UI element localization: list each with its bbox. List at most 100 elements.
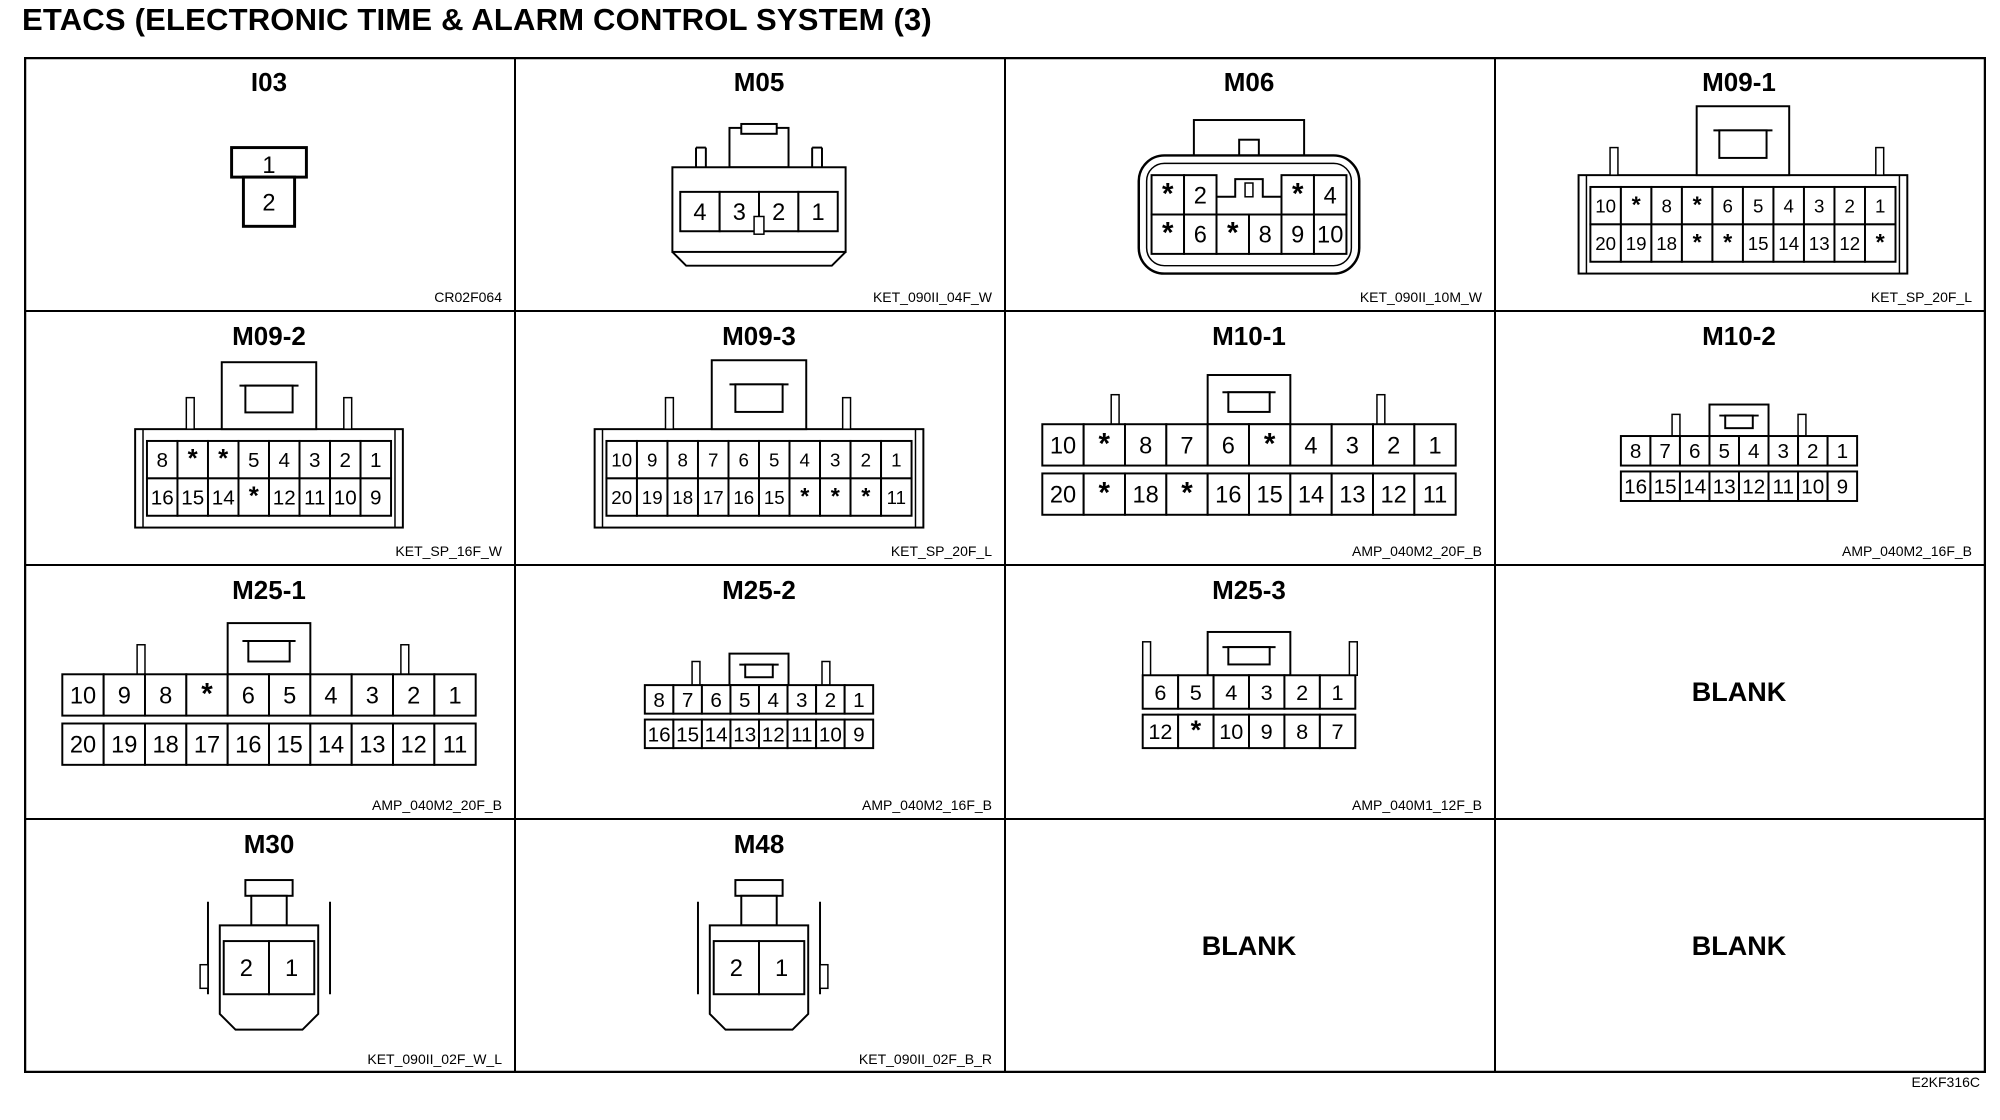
pin-cell	[1680, 223, 1714, 263]
pin-number: 1	[853, 689, 865, 712]
pin-cell	[1041, 472, 1085, 516]
blank-cell: BLANK	[1006, 821, 1492, 1071]
pin-number: 9	[1837, 476, 1849, 499]
pin-number: 2	[262, 191, 275, 217]
pin-number: 10	[1317, 223, 1343, 249]
pin-number: 7	[1332, 719, 1344, 744]
pin-cell	[359, 439, 393, 480]
pin-number: 15	[181, 486, 204, 509]
pin-number: 15	[676, 723, 699, 746]
pin-cell	[61, 673, 105, 717]
pin-number: 13	[733, 723, 756, 746]
pin-number: 1	[1837, 440, 1849, 463]
pin-cell	[1283, 713, 1321, 750]
pin-number: 10	[1050, 433, 1076, 459]
pin-cell	[758, 940, 806, 996]
pin-number: 2	[825, 689, 837, 712]
pin-number: 1	[1428, 433, 1441, 459]
pin-number: 4	[1748, 440, 1760, 463]
pin-number: 8	[653, 689, 665, 712]
pin-cell	[696, 439, 730, 480]
pin-number: 8	[159, 683, 172, 709]
pin-cell	[1312, 213, 1348, 255]
pin-cell	[144, 722, 188, 766]
pin-number: 16	[151, 486, 174, 509]
pin-number: 1	[1875, 195, 1885, 216]
pin-number: 12	[762, 723, 785, 746]
pin-number: 2	[1296, 680, 1308, 705]
connector-part-code: AMP_040M2_20F_B	[372, 797, 502, 813]
pin-cell	[758, 477, 791, 517]
pin-cell	[226, 673, 270, 717]
pin-number: 12	[401, 733, 427, 759]
pin-number: 14	[212, 486, 235, 509]
connector-part-code: KET_090II_02F_B_R	[858, 1051, 992, 1067]
pin-cell	[880, 477, 913, 517]
pin-number: 15	[1257, 483, 1283, 509]
pin-number: 6	[1689, 440, 1701, 463]
pin-number: 2	[1845, 195, 1855, 216]
pin-number: 6	[242, 683, 255, 709]
pin-cell	[226, 722, 270, 766]
pin-number: 3	[1814, 195, 1824, 216]
pin-cell	[1619, 470, 1652, 502]
pin-number: 2	[730, 956, 743, 982]
pin-number: 2	[1194, 183, 1207, 209]
pin-number: 18	[1133, 483, 1159, 509]
blank-cell: BLANK	[1496, 821, 1982, 1071]
pin-empty-marker: *	[1162, 177, 1174, 210]
pin-number: 13	[1339, 483, 1365, 509]
pin-number: 15	[764, 487, 785, 508]
connector-part-code: CR02F064	[434, 289, 502, 305]
pin-cell	[815, 718, 846, 750]
pin-empty-marker: *	[1191, 715, 1202, 745]
pin-cell	[635, 477, 669, 517]
pin-number: 11	[443, 733, 468, 759]
pin-number: 5	[1718, 440, 1730, 463]
pin-cell	[329, 477, 362, 517]
pin-number: 7	[1180, 433, 1193, 459]
pin-cell	[1826, 470, 1859, 502]
pin-number: 8	[1259, 223, 1272, 249]
pin-empty-marker: *	[1693, 191, 1703, 217]
pin-cell	[843, 718, 875, 750]
pin-number: 3	[1261, 680, 1273, 705]
pin-number: 1	[262, 153, 275, 179]
pin-number: 16	[733, 487, 754, 508]
pin-number: 14	[1778, 233, 1799, 254]
pin-cell	[298, 439, 332, 480]
pin-cell	[176, 477, 209, 517]
pin-cell	[1082, 423, 1126, 467]
pin-empty-marker: *	[1723, 229, 1733, 255]
pin-number: 18	[153, 733, 179, 759]
pin-number: 18	[672, 487, 693, 508]
connector-part-code: KET_SP_20F_L	[1870, 289, 1972, 305]
pin-number: 8	[1139, 433, 1152, 459]
connector-id: M09-3	[722, 321, 796, 351]
pin-number: 11	[791, 723, 812, 746]
pin-number: 3	[796, 689, 808, 712]
pin-cell	[849, 439, 883, 480]
pin-number: 4	[279, 449, 291, 472]
pin-number: 5	[283, 683, 296, 709]
connector-part-code: AMP_040M2_16F_B	[862, 797, 992, 813]
pin-number: 8	[1630, 440, 1642, 463]
grid-lines	[24, 57, 1986, 1073]
pin-number: 20	[611, 487, 632, 508]
pin-number: 3	[733, 200, 746, 226]
pin-number: 1	[1332, 680, 1344, 705]
pin-empty-marker: *	[1292, 178, 1304, 211]
pin-number: 9	[1291, 223, 1304, 249]
pin-cell	[843, 684, 875, 715]
pin-number: 14	[705, 723, 728, 746]
pin-cell	[849, 477, 883, 517]
